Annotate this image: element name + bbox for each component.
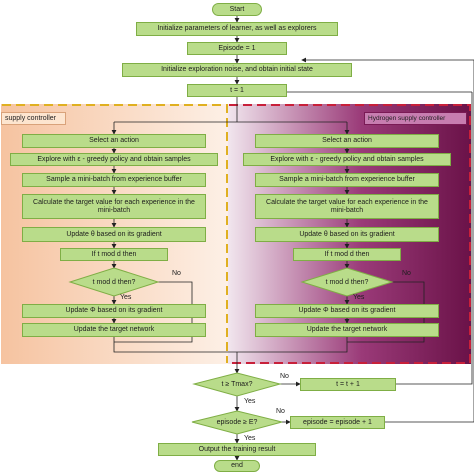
start-node: Start bbox=[212, 3, 262, 16]
left-update-phi: Update Φ based on its gradient bbox=[22, 304, 206, 318]
right-if-t: If t mod d then bbox=[293, 248, 401, 261]
t-increment-box: t = t + 1 bbox=[300, 378, 396, 391]
right-panel-dash bbox=[229, 104, 471, 364]
left-sample: Sample a mini-batch from experience buff… bbox=[22, 173, 206, 187]
right-t-mod-label: t mod d then? bbox=[325, 278, 369, 286]
right-no-label: No bbox=[402, 270, 411, 277]
left-t-mod-label: t mod d then? bbox=[92, 278, 136, 286]
left-select-action: Select an action bbox=[22, 134, 206, 148]
left-update-theta: Update θ based on its gradient bbox=[22, 227, 206, 242]
episode-no-label: No bbox=[276, 408, 285, 415]
left-no-label: No bbox=[172, 270, 181, 277]
episode-init-box: Episode = 1 bbox=[187, 42, 287, 55]
init-params-box: Initialize parameters of learner, as wel… bbox=[136, 22, 338, 36]
end-node: end bbox=[214, 460, 260, 472]
right-yes-label: Yes bbox=[353, 294, 365, 301]
right-sample: Sample a mini-batch from experience buff… bbox=[255, 173, 439, 187]
t-init-box: t = 1 bbox=[187, 84, 287, 97]
output-box: Output the training result bbox=[158, 443, 316, 456]
right-calculate: Calculate the target value for each expe… bbox=[255, 194, 439, 219]
left-explore: Explore with ε - greedy policy and obtai… bbox=[10, 153, 218, 166]
episode-yes-label: Yes bbox=[244, 435, 256, 442]
left-calculate: Calculate the target value for each expe… bbox=[22, 194, 206, 219]
episode-check-label: episode ≥ E? bbox=[216, 418, 258, 426]
right-t-mod-diamond bbox=[300, 267, 394, 297]
left-update-target: Update the target network bbox=[22, 323, 206, 337]
right-update-target: Update the target network bbox=[255, 323, 439, 337]
left-if-t: If t mod d then bbox=[60, 248, 168, 261]
tmax-yes-label: Yes bbox=[244, 398, 256, 405]
init-noise-box: Initialize exploration noise, and obtain… bbox=[122, 63, 352, 77]
episode-increment-box: episode = episode + 1 bbox=[290, 416, 385, 429]
left-yes-label: Yes bbox=[120, 294, 132, 301]
episode-diamond bbox=[191, 410, 283, 435]
left-controller-label: supply controller bbox=[1, 112, 66, 125]
tmax-no-label: No bbox=[280, 373, 289, 380]
left-t-mod-diamond bbox=[68, 267, 160, 297]
left-panel-dash bbox=[2, 104, 228, 363]
right-controller-label: Hydrogen supply controller bbox=[364, 112, 467, 125]
right-select-action: Select an action bbox=[255, 134, 439, 148]
right-explore: Explore with ε - greedy policy and obtai… bbox=[243, 153, 451, 166]
right-update-phi: Update Φ based on its gradient bbox=[255, 304, 439, 318]
tmax-label: t ≥ Tmax? bbox=[221, 380, 253, 388]
right-update-theta: Update θ based on its gradient bbox=[255, 227, 439, 242]
tmax-diamond bbox=[192, 372, 282, 397]
